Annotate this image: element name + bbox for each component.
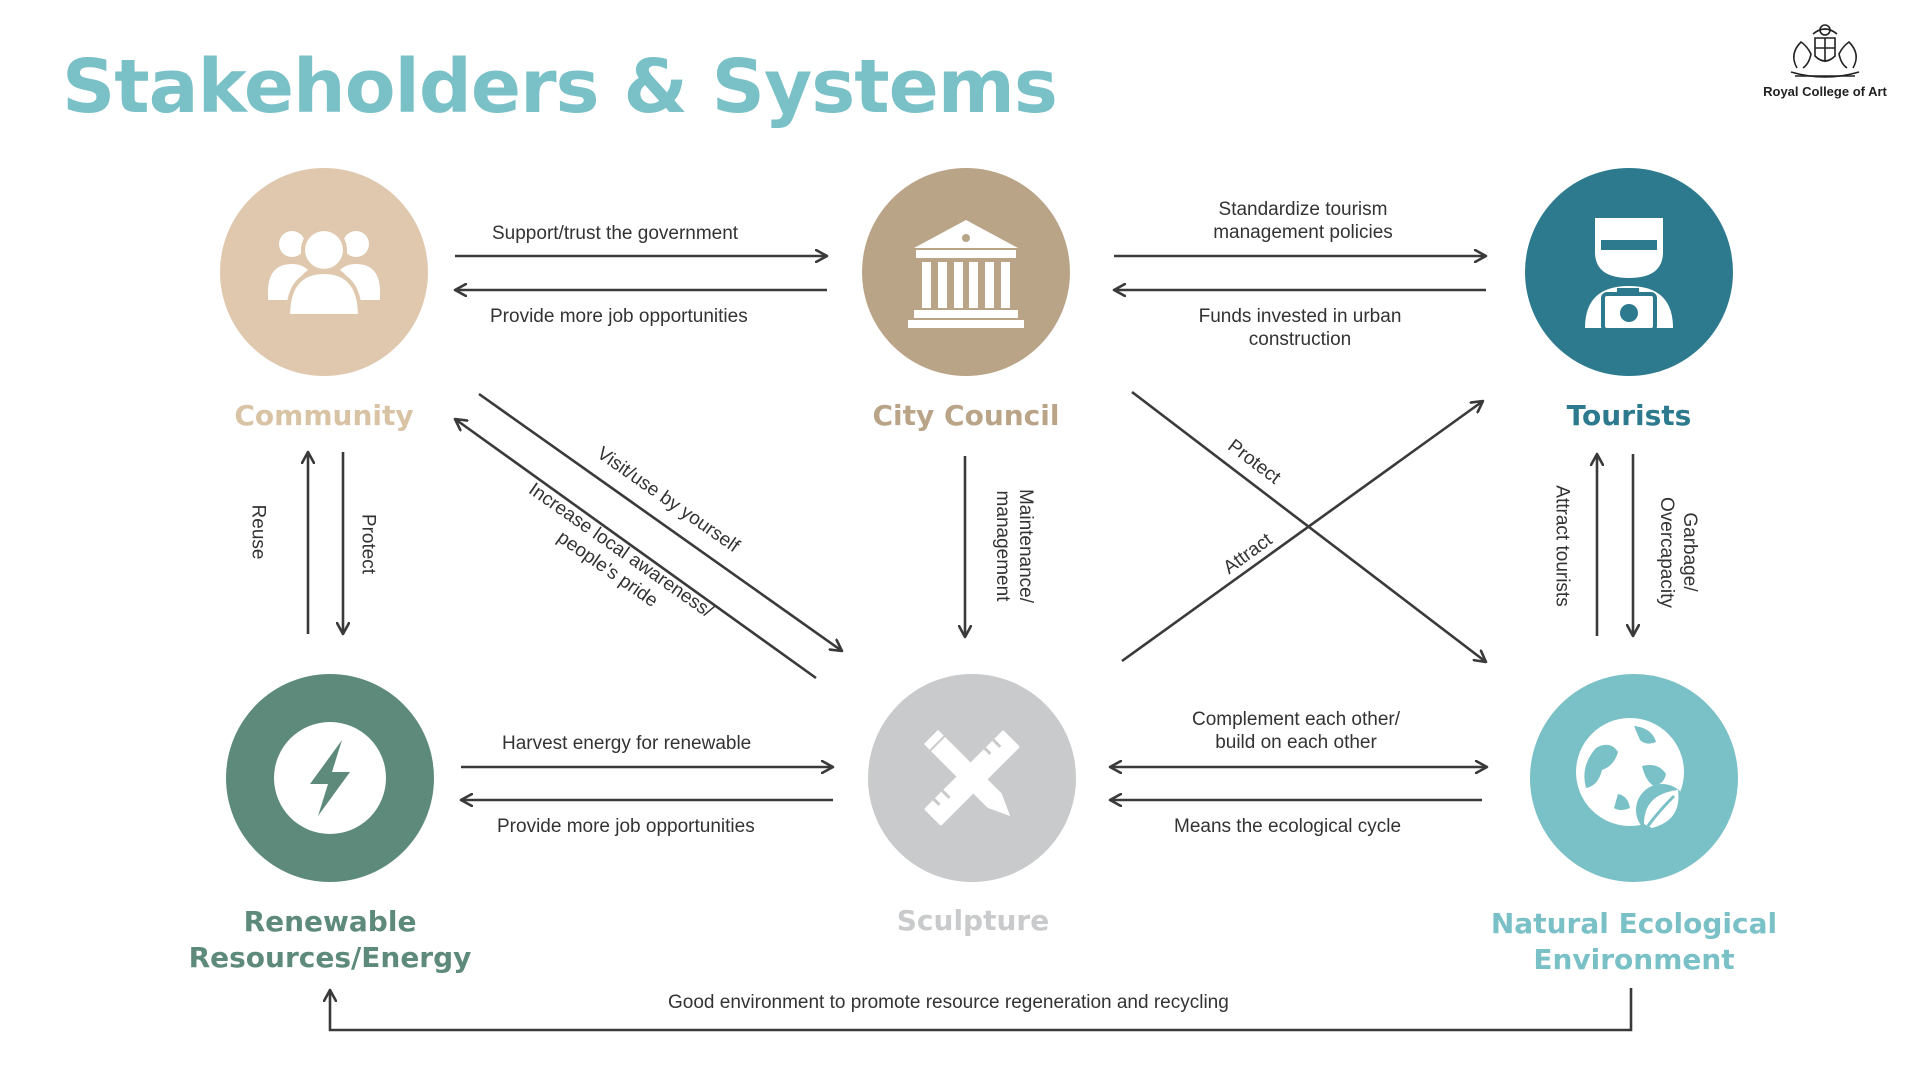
pencil-ruler-icon [923,729,1020,826]
edge-label-natural-to-sculpture: Means the ecological cycle [1174,816,1402,837]
natural-label: Natural Ecological Environment [1490,907,1778,976]
royal-crest-icon [1790,24,1860,78]
people-group-icon [268,227,380,317]
edge-label-council-to-tourists: Standardize tourism management policies [1213,199,1393,243]
rca-logo: Royal College of Art [1750,20,1900,99]
natural-node [1530,674,1738,882]
arrow-sculpture-to-tourists [1121,401,1483,663]
edge-label-council-to-sculpture: Maintenance/ management [992,488,1036,604]
page-title: Stakeholders & Systems [62,44,1058,130]
edge-label-tourists-to-council: Funds invested in urban construction [1198,306,1402,350]
edge-label-natural-to-renewable: Good environment to promote resource reg… [668,992,1229,1013]
lightning-bolt-icon [274,722,386,834]
renewable-label: Renewable Resources/Energy [188,905,472,974]
arrow-natural-to-renewable [330,988,1633,1032]
edge-label-tourists-to-natural: Garbage/ Overcapacity [1656,497,1700,608]
tourist-camera-icon [1585,218,1673,332]
arrow-sculpture-to-community [455,419,817,680]
sculpture-node [868,674,1076,882]
city-council-node [862,168,1070,376]
logo-text: Royal College of Art [1763,84,1887,99]
edge-label-council-to-community: Provide more job opportunities [490,306,748,327]
edge-label-renewable-to-sculpture: Harvest energy for renewable [502,733,752,754]
renewable-node [226,674,434,882]
community-node [220,168,428,376]
edge-label-sculpture-to-renewable: Provide more job opportunities [497,816,755,837]
city-council-label: City Council [872,399,1060,432]
globe-leaf-icon [1576,718,1688,836]
edge-label-renewable-to-community: Reuse [247,504,269,560]
edge-label-sculpture-natural-mutual: Complement each other/ build on each oth… [1191,709,1401,753]
community-label: Community [234,399,414,432]
edge-label-natural-to-tourists: Attract tourists [1551,485,1573,607]
government-building-icon [908,220,1024,328]
edge-label-community-to-council: Support/trust the government [492,223,739,244]
arrow-community-to-sculpture [478,392,842,651]
sculpture-label: Sculpture [896,904,1050,937]
tourists-label: Tourists [1566,399,1692,432]
edge-label-community-to-renewable: Protect [357,513,379,575]
tourists-node [1525,168,1733,376]
